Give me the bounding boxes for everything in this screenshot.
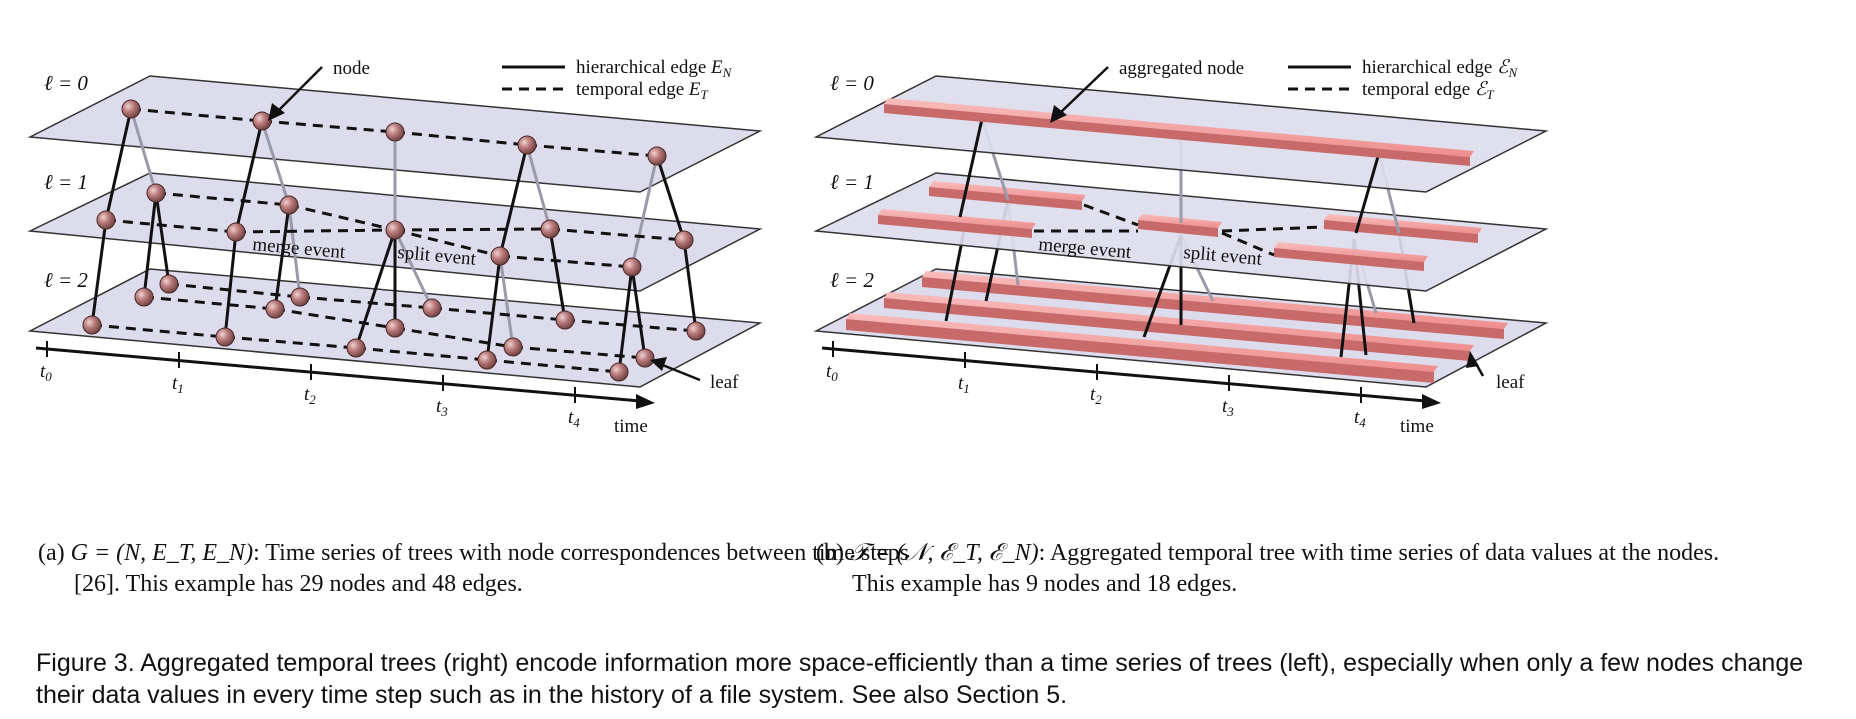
panel-b-final: ℓ = 0 ℓ = 1 ℓ = 2 merge event split even… — [786, 55, 1686, 525]
aggregated-root-node — [884, 98, 1474, 166]
tree-node — [635, 348, 655, 368]
legend: hierarchical edge ℰN temporal edge ℰT — [1288, 57, 1519, 102]
time-axis-label: time — [614, 416, 648, 437]
subcaption-b-text: : Aggregated temporal tree with time ser… — [852, 540, 1720, 597]
hierarchical-edges-hidden — [129, 108, 659, 348]
subcaption-a-math: G = (N, E_T, E_N) — [70, 540, 254, 566]
time-tick-t4: t4 — [568, 407, 580, 430]
tree-node — [647, 146, 667, 166]
tree-node — [385, 318, 405, 338]
panel-a-time-series-of-trees: ℓ = 0 ℓ = 1 ℓ = 2 — [0, 55, 900, 525]
time-tick-t4: t4 — [1354, 407, 1366, 430]
leaf-callout-label: leaf — [710, 372, 739, 393]
aggregated-leaf-node — [846, 313, 1438, 383]
tree-node — [517, 135, 537, 155]
legend-hierarchical-label: hierarchical edge ℰN — [1362, 57, 1519, 80]
tree-node — [146, 183, 166, 203]
time-tick-t0: t0 — [826, 361, 838, 384]
tree-node — [686, 321, 706, 341]
tree-node — [159, 274, 179, 294]
tree-node — [477, 350, 497, 370]
aggregated-node — [878, 209, 1036, 238]
legend-hierarchical-label: hierarchical edge EN — [576, 57, 733, 80]
subcaption-a-prefix: (a) — [38, 540, 71, 566]
level-label-1: ℓ = 1 — [830, 170, 874, 194]
level-label-2: ℓ = 2 — [44, 268, 88, 292]
time-tick-t0: t0 — [40, 361, 52, 384]
hierarchical-edges — [90, 108, 698, 373]
time-tick-t2: t2 — [1090, 384, 1102, 407]
subcaption-b-prefix: (b) — [816, 540, 850, 566]
time-tick-t3: t3 — [1222, 396, 1234, 419]
level-label-2: ℓ = 2 — [830, 268, 874, 292]
aggregated-node — [1324, 214, 1482, 243]
time-tick-t1: t1 — [172, 373, 184, 396]
legend-temporal-label: temporal edge ℰT — [1362, 79, 1494, 102]
subcaption-a: (a) G = (N, E_T, E_N): Time series of tr… — [38, 538, 954, 600]
legend: hierarchical edge EN temporal edge ET — [502, 57, 733, 102]
tree-node — [674, 230, 694, 250]
level-label-1: ℓ = 1 — [44, 170, 88, 194]
legend-temporal-label: temporal edge ET — [576, 79, 709, 102]
tree-node — [346, 338, 366, 358]
subcaption-b: (b) 𝒯 = (𝒩, ℰ_T, ℰ_N): Aggregated tempor… — [816, 538, 1732, 600]
aggregated-node — [1274, 242, 1428, 271]
aggregated-leaf-node — [884, 292, 1474, 361]
tree-node — [490, 246, 510, 266]
level-0-bar — [884, 98, 1474, 166]
time-axis: t0 t1 t2 t3 t4 time — [821, 341, 1441, 437]
tree-node — [385, 122, 405, 142]
tree-node — [540, 219, 560, 239]
tree-node — [226, 222, 246, 242]
tree-node — [422, 298, 442, 318]
panel-a-diagram: ℓ = 0 ℓ = 1 ℓ = 2 — [27, 57, 763, 437]
tree-node — [503, 337, 523, 357]
subcaption-a-text: : Time series of trees with node corresp… — [74, 540, 909, 597]
time-axis: t0 t1 t2 t3 t4 time — [35, 341, 655, 437]
tree-node — [96, 210, 116, 230]
leaf-callout-label: leaf — [1496, 372, 1525, 393]
node-callout-label: node — [333, 58, 370, 79]
temporal-edges — [91, 107, 697, 374]
level-label-0: ℓ = 0 — [44, 71, 88, 95]
time-axis-label: time — [1400, 416, 1434, 437]
tree-node — [385, 220, 405, 240]
tree-node — [82, 315, 102, 335]
tree-node — [215, 327, 235, 347]
aggregated-node-callout-label: aggregated node — [1119, 58, 1244, 79]
time-tick-t2: t2 — [304, 384, 316, 407]
tree-node — [609, 362, 629, 382]
tree-node — [134, 287, 154, 307]
panel-b-diagram-final: ℓ = 0 ℓ = 1 ℓ = 2 merge event split even… — [813, 57, 1549, 437]
level-label-0: ℓ = 0 — [830, 71, 874, 95]
time-tick-t3: t3 — [436, 396, 448, 419]
tree-node — [279, 195, 299, 215]
hierarchical-edges-upper — [958, 118, 1381, 234]
tree-nodes — [82, 99, 706, 382]
subcaption-b-math: 𝒯 = (𝒩, ℰ_T, ℰ_N) — [849, 540, 1039, 566]
time-tick-t1: t1 — [958, 373, 970, 396]
tree-node — [622, 257, 642, 277]
tree-node — [121, 99, 141, 119]
leaf-bars — [846, 271, 1508, 383]
tree-node — [265, 299, 285, 319]
temporal-edges — [1034, 203, 1325, 257]
tree-node — [555, 310, 575, 330]
tree-node — [290, 287, 310, 307]
figure-caption: Figure 3. Aggregated temporal trees (rig… — [36, 649, 1804, 709]
tree-node — [252, 111, 272, 131]
